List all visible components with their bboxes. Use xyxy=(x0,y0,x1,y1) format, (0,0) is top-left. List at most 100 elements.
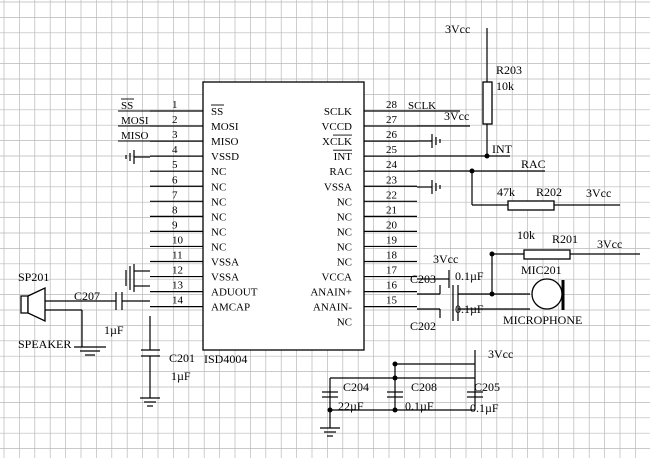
net-3vcc-r202: 3Vcc xyxy=(586,186,611,200)
pin-number: 25 xyxy=(386,144,398,156)
pin-name: AMCAP xyxy=(211,302,250,314)
c204-ref: C204 xyxy=(343,380,369,394)
speaker-name: SPEAKER xyxy=(18,337,71,351)
pin-net-label: MOSI xyxy=(121,115,149,127)
mic-ref: MIC201 xyxy=(521,263,562,277)
pin-number: 8 xyxy=(172,204,178,216)
pin-name: NC xyxy=(211,211,226,223)
speaker-ref: SP201 xyxy=(18,270,49,284)
net-int: INT xyxy=(492,142,513,156)
pin-number: 7 xyxy=(172,189,178,201)
chip-pins: 1SSSS2MOSIMOSI3MISOMISO4VSSD5NC6NC7NC8NC… xyxy=(121,98,436,329)
pin-name: VSSA xyxy=(324,181,352,193)
net-rac: RAC xyxy=(521,157,546,171)
chip-body xyxy=(202,81,365,351)
pin-number: 16 xyxy=(386,280,398,292)
pin-7: 7NC xyxy=(150,189,226,208)
pin-number: 5 xyxy=(172,159,178,171)
pin-name: SCLK xyxy=(324,106,352,118)
pin-name: NC xyxy=(211,166,226,178)
net-3vcc-r201: 3Vcc xyxy=(597,237,622,251)
pin-number: 23 xyxy=(386,174,398,186)
pin-number: 18 xyxy=(386,250,398,262)
pin-number: 13 xyxy=(172,280,184,292)
mic-name: MICROPHONE xyxy=(503,313,582,327)
net-3vcc-top: 3Vcc xyxy=(445,22,470,36)
pin-net-label: MISO xyxy=(121,130,149,142)
pin-net-label: SS xyxy=(121,100,133,112)
pin-name: NC xyxy=(337,196,352,208)
r202-ref: R202 xyxy=(536,185,562,199)
pin-5: 5NC xyxy=(150,159,226,178)
pin-number: 22 xyxy=(386,189,397,201)
pin-name: VSSA xyxy=(211,272,239,284)
c205-ref: C205 xyxy=(474,380,500,394)
r201-ref: R201 xyxy=(552,232,578,246)
pin-name: ADUOUT xyxy=(211,287,258,299)
pin-name: ANAIN+ xyxy=(310,287,352,299)
c202-value: 0.1µF xyxy=(455,302,484,316)
pin-number: 24 xyxy=(386,159,398,171)
pin-number: 20 xyxy=(386,219,398,231)
pin-9: 9NC xyxy=(150,219,226,238)
r201-value: 10k xyxy=(517,228,535,242)
pin-name: INT xyxy=(334,151,353,163)
net-3vcc-pin27: 3Vcc xyxy=(444,109,469,123)
pin-name: NC xyxy=(211,196,226,208)
pin-name: RAC xyxy=(329,166,352,178)
r202-value: 47k xyxy=(497,185,515,199)
pin-name: NC xyxy=(337,257,352,269)
pin-number: 17 xyxy=(386,265,398,277)
c201-value: 1µF xyxy=(171,369,191,383)
pin-number: 9 xyxy=(172,219,178,231)
c208-value: 0.1µF xyxy=(405,399,434,413)
pin-number: 12 xyxy=(172,265,183,277)
pin-name: VSSA xyxy=(211,257,239,269)
c208-ref: C208 xyxy=(411,380,437,394)
chip-name: ISD4004 xyxy=(204,352,247,366)
component-labels: R203 10k 47k R202 10k R201 C203 0.1µF C2… xyxy=(18,63,582,415)
pin-net-label: SCLK xyxy=(408,100,436,112)
pin-number: 10 xyxy=(172,234,184,246)
pin-number: 19 xyxy=(386,234,398,246)
pin-name: VCCA xyxy=(321,272,352,284)
pin-name: NC xyxy=(211,241,226,253)
pin-number: 11 xyxy=(172,250,183,262)
pin-8: 8NC xyxy=(150,204,226,223)
c204-value: 22µF xyxy=(338,399,364,413)
c205-value: 0.1µF xyxy=(470,401,499,415)
c201-ref: C201 xyxy=(169,351,195,365)
pin-name: MOSI xyxy=(211,121,239,133)
pin-name: NC xyxy=(211,181,226,193)
c203-ref: C203 xyxy=(410,272,436,286)
pin-number: 28 xyxy=(386,99,398,111)
pin-number: 27 xyxy=(386,114,398,126)
pin-number: 21 xyxy=(386,204,397,216)
wiring xyxy=(20,28,640,437)
pin-name: XCLK xyxy=(322,136,352,148)
c207-ref: C207 xyxy=(74,289,100,303)
pin-name: NC xyxy=(337,226,352,238)
pin-name: NC xyxy=(337,211,352,223)
